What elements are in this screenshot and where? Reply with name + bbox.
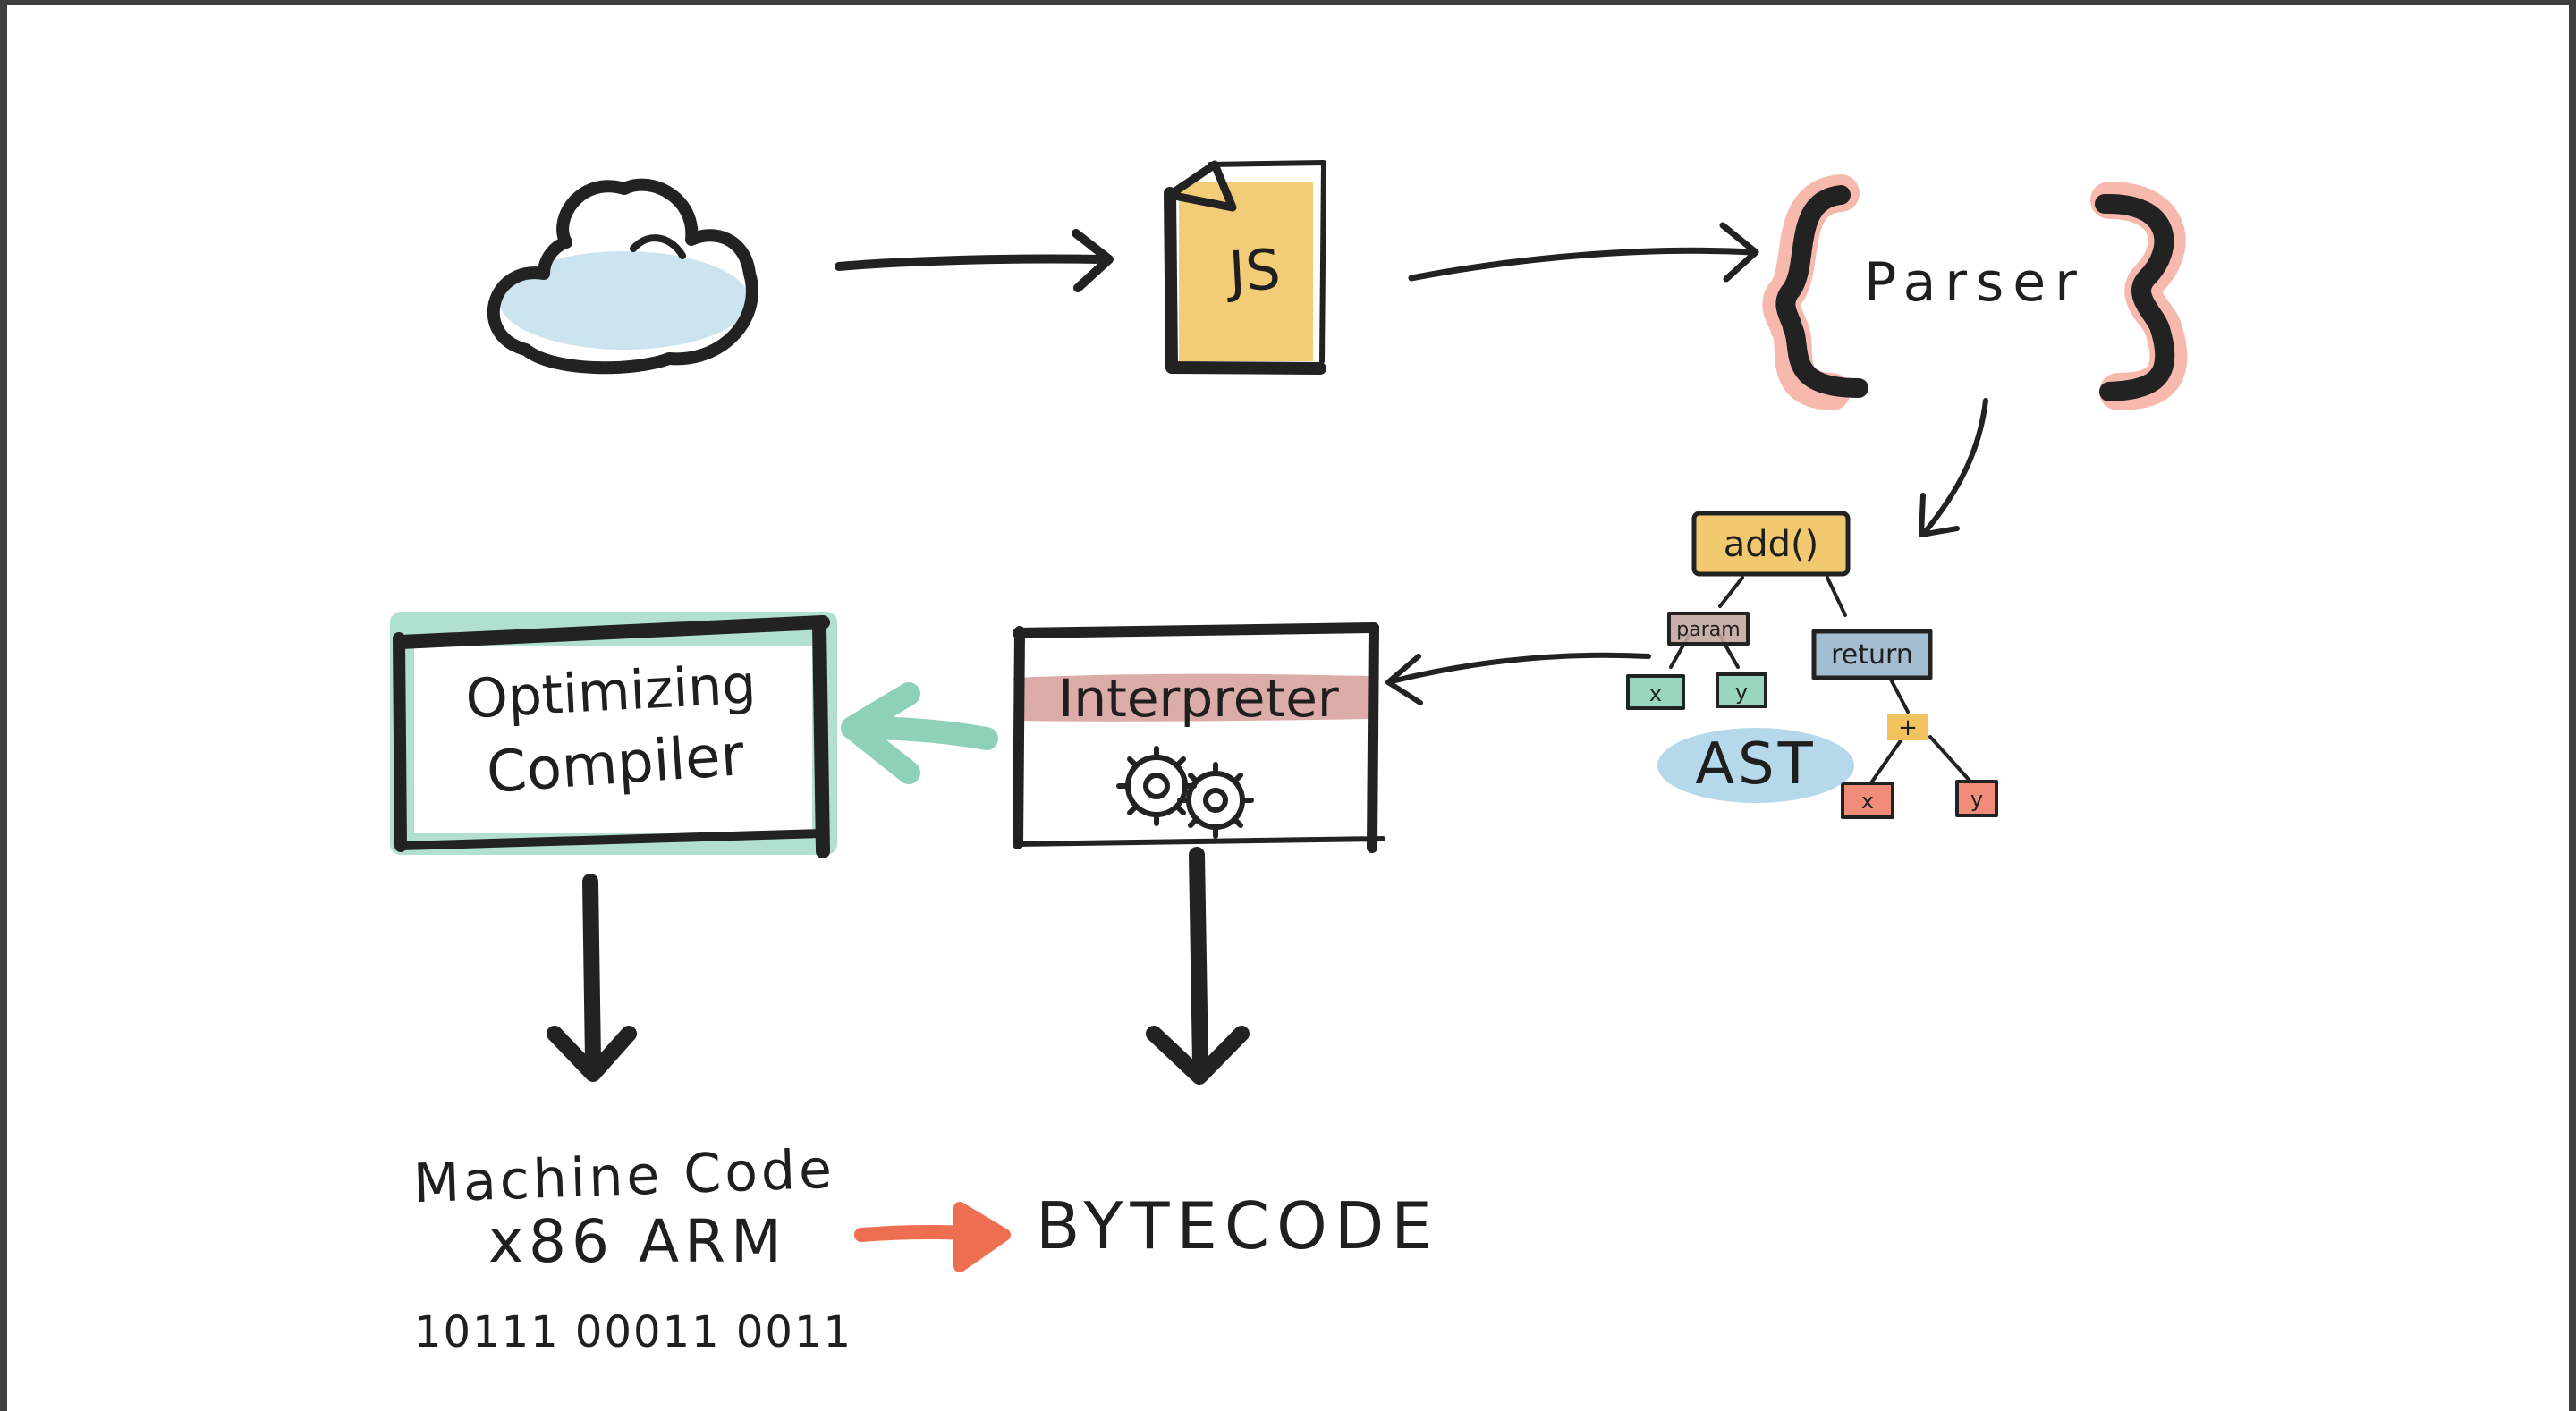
arrow-machine-code-to-bytecode [854,1202,1011,1272]
machine-code-arch: x86 ARM [488,1207,787,1276]
arrow-cloud-to-js [835,229,1114,292]
ast-leaf-x-red-label: x [1861,789,1874,814]
parser-close-brace [2090,182,2188,410]
optimizing-compiler-box [390,612,837,858]
arrow-parser-to-ast [1919,398,1988,537]
ast-node-plus-label: + [1898,714,1918,741]
bytecode-label: BYTECODE [1036,1188,1439,1263]
arrow-js-to-parser [1408,222,1759,283]
machine-code-binary: 10111 00011 0011 [414,1307,852,1357]
parser-open-brace [1762,174,1868,410]
gears-icon [1116,746,1254,839]
ast-node-root [1694,513,1848,574]
ast-label: AST [1695,731,1817,798]
ast-tree [1626,511,1998,819]
arrow-interpreter-to-compiler [841,682,998,784]
arrow-interpreter-to-bytecode [1146,847,1250,1085]
ast-node-root-label: add() [1724,524,1819,565]
ast-leaf-y-green-label: y [1735,680,1748,705]
ast-node-param-label: param [1676,619,1740,641]
interpreter-label: Interpreter [1058,668,1339,729]
arrow-compiler-to-machine-code [547,874,637,1082]
parser-label: Parser [1864,251,2086,314]
ast-node-plus [1887,714,1928,740]
cloud-icon [487,178,758,375]
interpreter-box [1013,622,1385,853]
ast-leaf-y-green [1717,674,1766,706]
ast-node-return [1814,631,1930,678]
diagram-canvas: JS Parser [7,5,2569,1411]
ast-leaf-x-green-label: x [1649,681,1662,706]
ast-node-param [1669,613,1748,644]
ast-node-return-label: return [1831,639,1913,671]
js-file-icon [1164,160,1326,375]
ast-leaf-x-red [1843,783,1893,817]
js-file-label: JS [1224,237,1282,305]
machine-code-title: Machine Code [412,1138,836,1215]
arrow-ast-to-interpreter [1385,652,1651,706]
ast-leaf-y-red [1957,782,1996,815]
ast-leaf-x-green [1628,676,1683,708]
ast-leaf-y-red-label: y [1970,787,1983,812]
optimizing-compiler-line1: Optimizing [464,654,758,731]
